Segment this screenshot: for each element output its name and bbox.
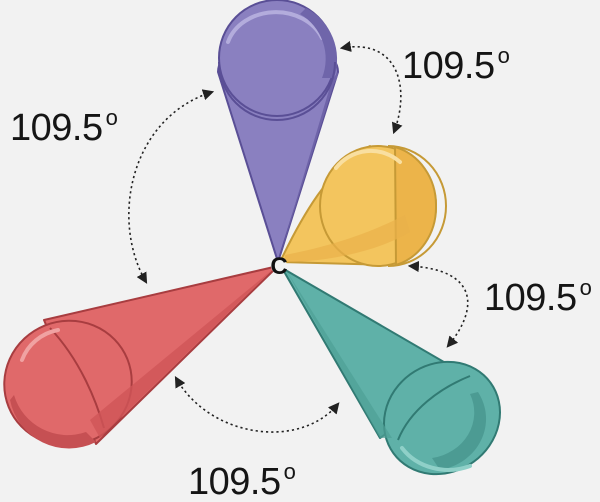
- angle-arc-right: [407, 260, 469, 348]
- center-atom-dot: [271, 258, 287, 274]
- center-atom-label: C: [270, 253, 287, 280]
- angle-arc-bottom: [174, 376, 340, 433]
- top-orbital-lobe: [217, 0, 339, 263]
- angle-arc-top-right: [339, 40, 403, 135]
- right-orbital-lobe: [279, 145, 447, 267]
- angle-arc-left: [128, 89, 215, 284]
- left-orbital-lobe: [3, 265, 279, 449]
- bottom-right-orbital-lobe: [281, 267, 501, 476]
